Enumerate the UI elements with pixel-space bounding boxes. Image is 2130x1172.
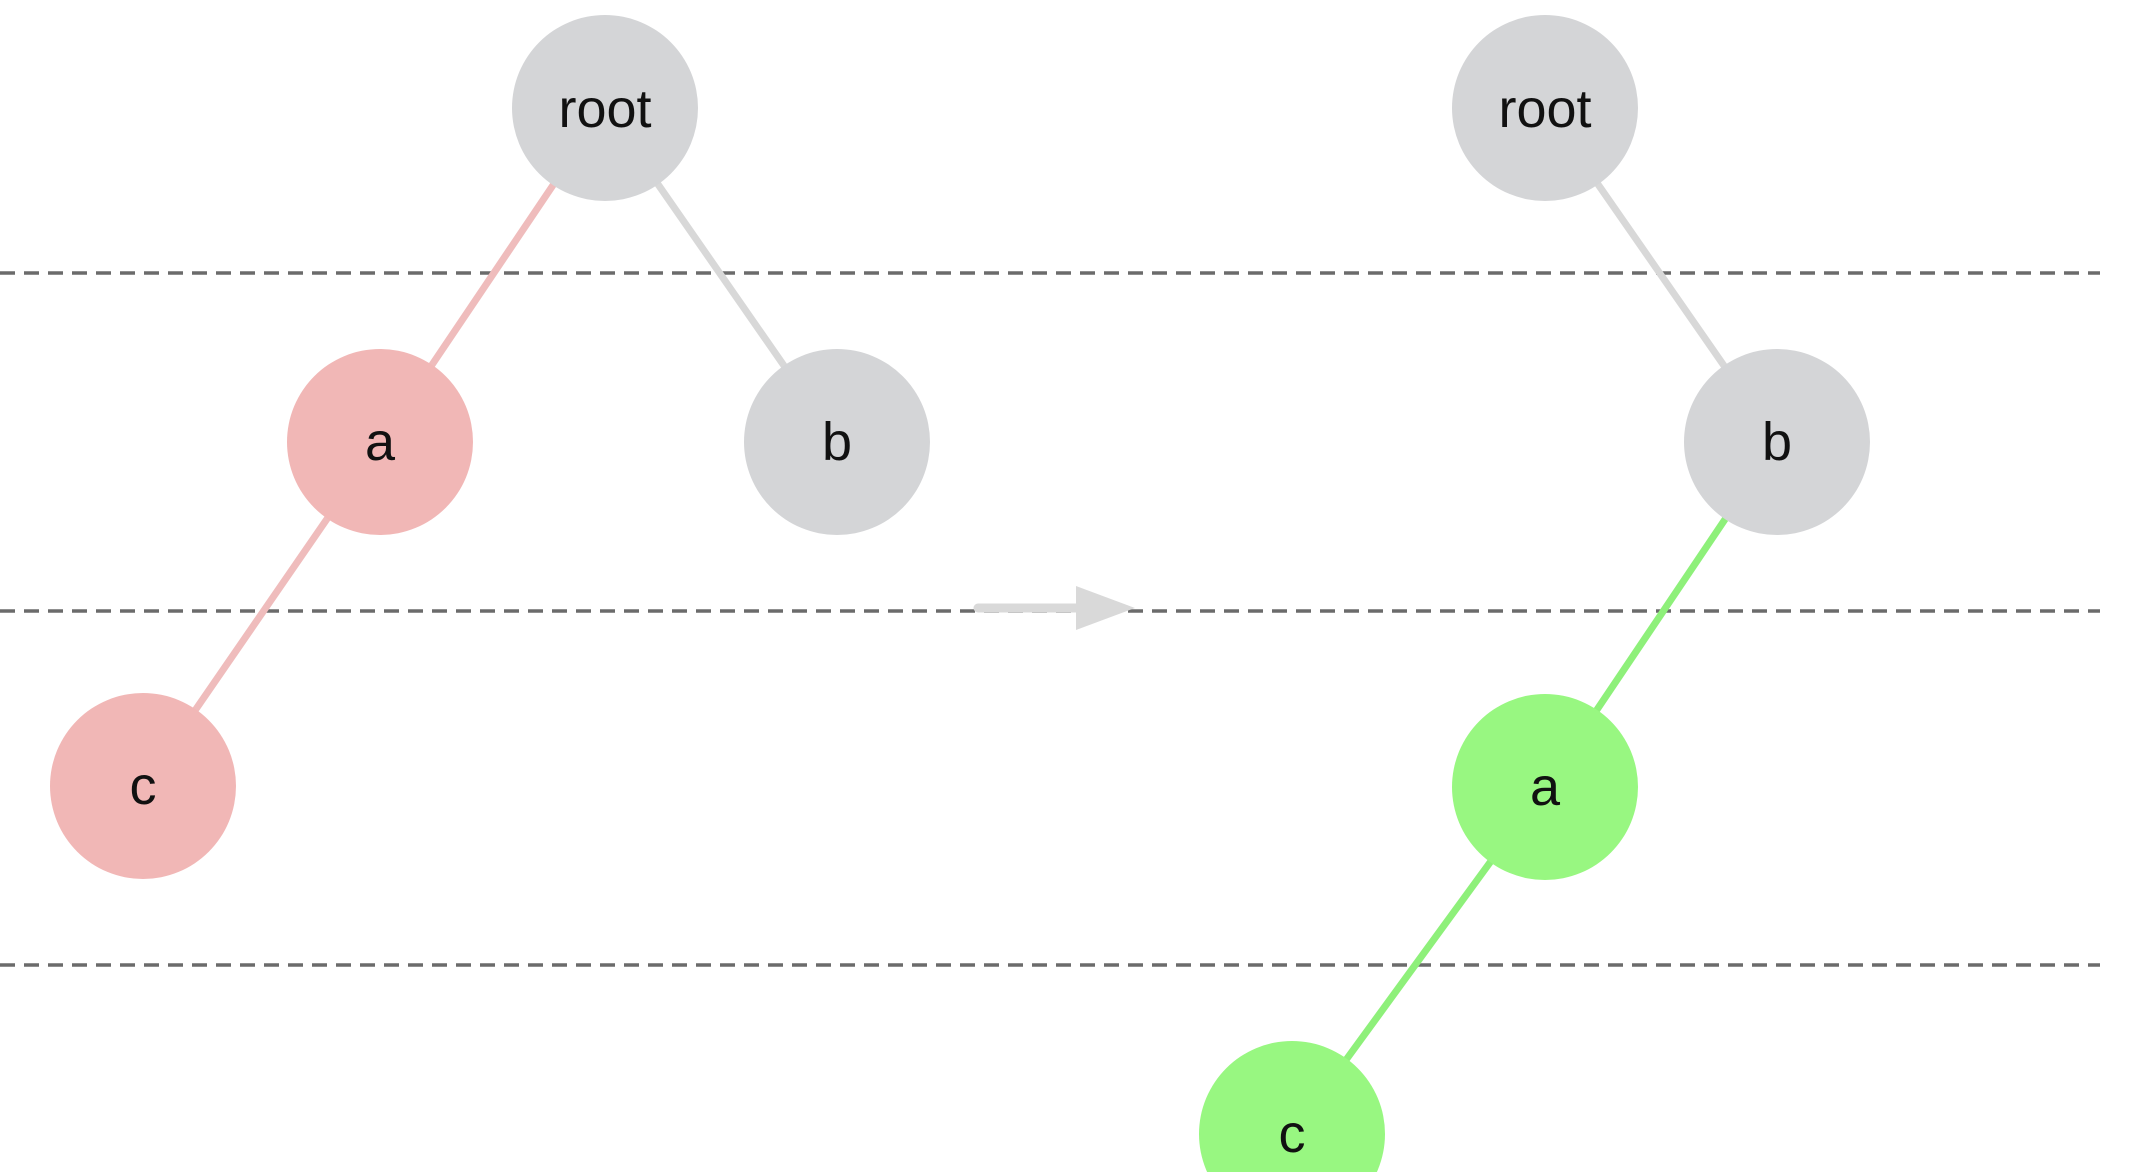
node-circle	[512, 15, 698, 201]
tree-after: root b a c	[1199, 15, 1870, 1172]
tree-node-b: b	[744, 349, 930, 535]
level-dividers	[0, 271, 2100, 967]
node-label: root	[558, 79, 651, 139]
node-circle	[1452, 694, 1638, 880]
node-circle	[1199, 1041, 1385, 1172]
tree-node-c: c	[1199, 1041, 1385, 1172]
tree-node-root: root	[512, 15, 698, 201]
node-label: b	[1762, 412, 1792, 472]
tree-before: root a b c	[50, 15, 930, 879]
node-label: root	[1498, 79, 1591, 139]
tree-node-root: root	[1452, 15, 1638, 201]
tree-node-b: b	[1684, 349, 1870, 535]
node-circle	[1684, 349, 1870, 535]
node-circle	[1452, 15, 1638, 201]
node-circle	[744, 349, 930, 535]
tree-node-c: c	[50, 693, 236, 879]
arrow-head	[1076, 586, 1135, 630]
node-label: c	[130, 756, 157, 816]
node-label: c	[1279, 1104, 1306, 1164]
node-label: a	[365, 412, 396, 472]
node-circle	[287, 349, 473, 535]
node-label: b	[822, 412, 852, 472]
node-label: a	[1530, 757, 1561, 817]
right-arrow-icon	[973, 586, 1135, 630]
tree-node-a: a	[1452, 694, 1638, 880]
node-circle	[50, 693, 236, 879]
tree-node-a: a	[287, 349, 473, 535]
